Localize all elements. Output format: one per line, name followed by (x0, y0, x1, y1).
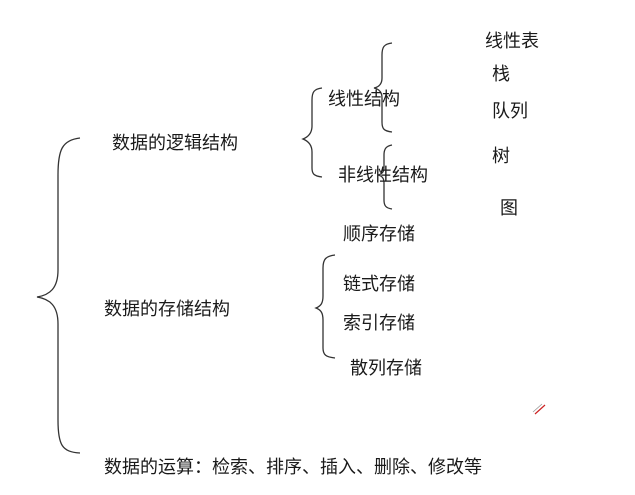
storage-item-hashed: 散列存储 (350, 358, 422, 379)
nonlinear-structure-label: 非线性结构 (338, 165, 428, 186)
logical-structure-label: 数据的逻辑结构 (112, 133, 238, 154)
linear-brace (373, 42, 393, 133)
nonlinear-item-graph: 图 (500, 198, 518, 219)
linear-structure-label: 线性结构 (328, 89, 400, 110)
root-brace (36, 137, 81, 454)
linear-item-queue: 队列 (492, 101, 528, 122)
operations-label: 数据的运算：检索、排序、插入、删除、修改等 (104, 457, 482, 478)
storage-item-linked: 链式存储 (343, 274, 415, 295)
pen-cursor-icon (532, 403, 546, 415)
nonlinear-item-tree: 树 (492, 146, 510, 167)
linear-item-stack: 栈 (492, 64, 510, 85)
linear-item-list: 线性表 (485, 31, 539, 52)
storage-structure-label: 数据的存储结构 (104, 299, 230, 320)
storage-item-indexed: 索引存储 (343, 313, 415, 334)
storage-brace (314, 254, 336, 359)
storage-item-sequential: 顺序存储 (343, 224, 415, 245)
logical-brace (301, 87, 323, 178)
nonlinear-brace (377, 144, 393, 210)
